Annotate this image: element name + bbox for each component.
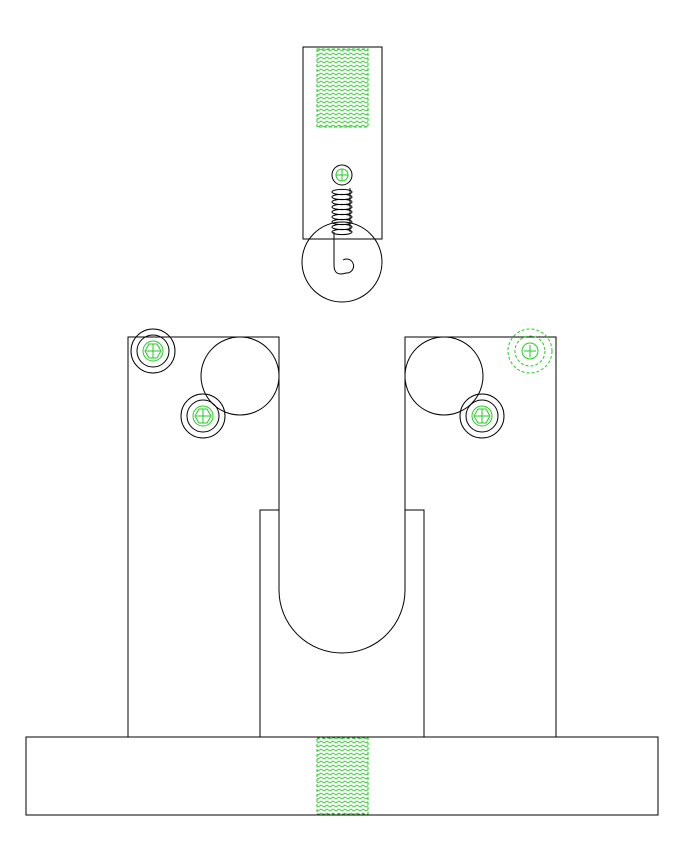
right-support [404,328,557,738]
spring-coil [331,198,353,206]
top-head-assembly [301,46,383,303]
hidden-bolt-icon [507,328,553,374]
top-roller [301,221,383,303]
spring-coil [331,203,353,211]
left-upper-bolt-icon [130,328,176,374]
spring-coil [331,188,353,196]
left-support [127,328,280,738]
left-lower-bolt-icon [180,393,226,439]
right-roller [404,336,484,416]
spring-coil [331,228,353,236]
tension-spring-icon [331,164,355,275]
spring-coil [331,213,353,221]
base-threaded-hole-icon [316,737,369,815]
u-block-outline [259,509,425,738]
threaded-hole-icon [316,48,369,128]
center-u-block [259,397,425,738]
spring-coil [331,208,353,216]
base-plate-outline [25,736,659,816]
spring-coil [331,193,353,201]
u-channel [278,505,406,654]
base-plate [25,736,659,816]
right-lower-bolt-icon [459,393,505,439]
